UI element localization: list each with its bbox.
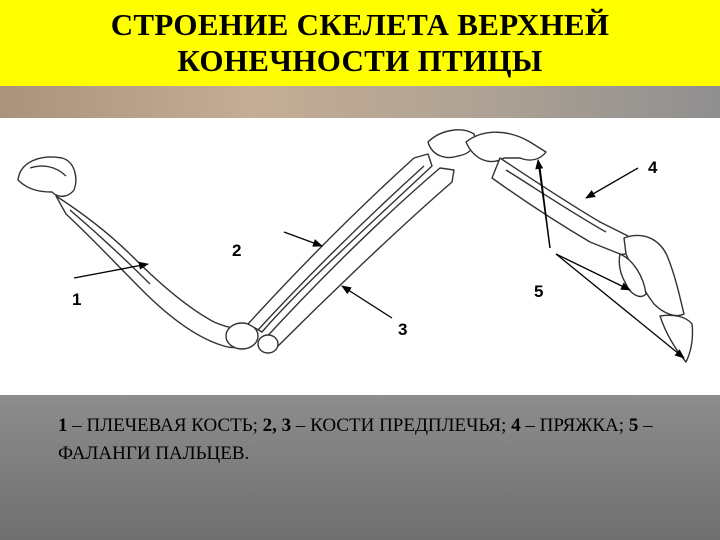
wing-skeleton-drawing: 1 2 3 4 5 [17, 129, 694, 363]
label-5: 5 [534, 282, 543, 301]
legend-text-4: – ФАЛАНГИ ПАЛЬЦЕВ. [58, 415, 653, 464]
title-line-2: КОНЕЧНОСТИ ПТИЦЫ [177, 43, 543, 78]
label-arrows [73, 159, 685, 359]
legend-text-1: – ПЛЕЧЕВАЯ КОСТЬ; [67, 415, 263, 436]
arrow-3 [341, 285, 393, 319]
arrow-2 [283, 231, 323, 247]
legend-key-3: 4 [511, 415, 521, 436]
title-line-1: СТРОЕНИЕ СКЕЛЕТА ВЕРХНЕЙ [110, 7, 610, 42]
arrow-5c [555, 253, 631, 291]
label-3: 3 [398, 320, 407, 339]
forearm-bones [247, 129, 476, 354]
arrow-5d [555, 253, 685, 359]
title-banner: СТРОЕНИЕ СКЕЛЕТА ВЕРХНЕЙ КОНЕЧНОСТИ ПТИЦ… [0, 0, 720, 86]
arrow-4 [585, 167, 639, 199]
decorative-band [0, 86, 720, 118]
legend-text-2: – КОСТИ ПРЕДПЛЕЧЬЯ; [291, 415, 512, 436]
humerus-bone [17, 156, 259, 350]
label-4: 4 [648, 158, 658, 177]
wing-skeleton-figure: 1 2 3 4 5 [0, 118, 720, 395]
arrow-5b [539, 167, 551, 249]
label-2: 2 [232, 241, 241, 260]
hand-bones [465, 131, 694, 363]
legend-key-2: 2, 3 [262, 415, 292, 436]
arrow-1 [73, 261, 149, 279]
label-1: 1 [72, 290, 81, 309]
legend-key-4: 5 [628, 415, 639, 436]
legend-text-3: – ПРЯЖКА; [520, 415, 629, 436]
legend-key-1: 1 [58, 415, 68, 436]
lower-band [0, 395, 720, 540]
legend-text: 1 – ПЛЕЧЕВАЯ КОСТЬ; 2, 3 – КОСТИ ПРЕДПЛЕ… [58, 412, 678, 468]
